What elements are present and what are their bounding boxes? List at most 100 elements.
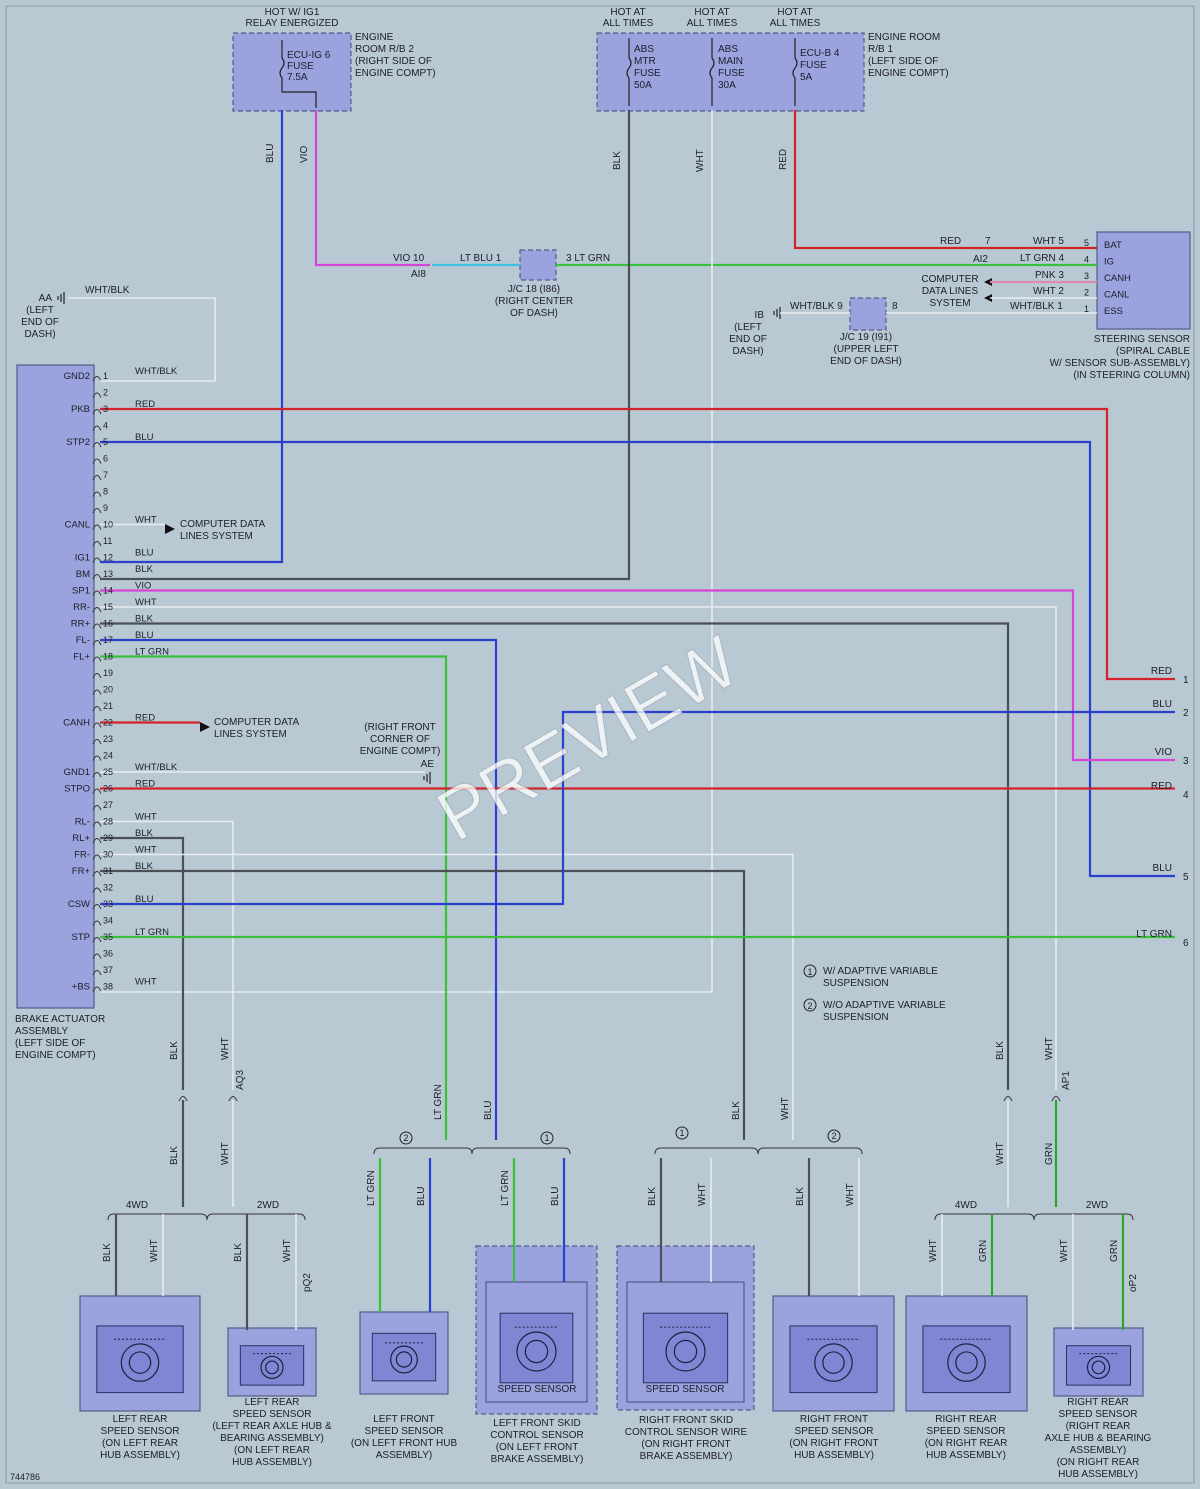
pin-number: 19 [103,668,113,678]
wire-label: WHT 2 [1033,286,1064,297]
pin-wire-color: BLU [135,432,154,443]
wire-label: WHT [928,1239,939,1262]
pin-number: 11 [103,536,112,546]
branch-bar [373,1147,473,1155]
jc18-box [519,249,557,281]
legend-mark-1 [803,964,817,978]
wire-label: BLU [265,144,276,163]
relay-box-rb1 [596,32,865,112]
pin-wire-color: BLU [135,630,154,641]
pin-hook-icon [92,607,102,613]
variant-mark [399,1131,413,1145]
pin-name: SP1 [72,586,90,597]
pin-number: 36 [103,949,113,959]
brake-actuator-box [16,364,95,1009]
variant-mark-text: 1 [679,1128,684,1138]
pin-name: GND2 [64,371,90,382]
sensor-rotor-icon [955,1351,978,1374]
wire-label: WHT [1059,1239,1070,1262]
pin-hook-icon [92,656,102,662]
pin-wire-color: RED [135,779,155,790]
pin-wire-color: WHT [135,515,157,526]
pin-wire-color: BLK [135,614,154,625]
pin-number: 1 [103,371,108,381]
pin-number: 2 [103,388,108,398]
wire-label: BLU [550,1187,561,1206]
wire-label: LT GRN [433,1084,444,1120]
sensor-inner [789,1325,878,1394]
pin-number: 22 [103,718,113,728]
pin-wire-color: WHT [135,597,157,608]
pin-hook-icon [92,953,102,959]
wire-rr-plus [100,622,1010,1090]
sensor-gear-icon [814,1343,853,1382]
branch-bar [757,1147,863,1155]
pin-name: +BS [72,982,90,993]
pin-hook-icon [92,442,102,448]
pin-number: 7 [103,470,108,480]
wire-label: BLK [102,1243,113,1262]
pin-hook-icon [92,821,102,827]
junction-aa: AA [39,293,53,304]
connector-op2: oP2 [1128,1274,1139,1292]
pin-wire-color: BLU [135,548,154,559]
fuse-symbol-icon [626,38,632,106]
output-wire-label: LT GRN [1136,929,1172,940]
fuse-symbol-icon [709,38,715,106]
steering-pin-number: 4 [1084,255,1089,265]
ground-icon [423,772,431,784]
pin-number: 17 [103,635,113,645]
pin-name: RL+ [72,833,90,844]
wire-label: LT GRN 4 [1020,253,1065,264]
wire-label: BLK [731,1101,742,1120]
pin-name: RR- [73,602,90,613]
pin-hook-icon [92,623,102,629]
variant-mark [827,1129,841,1143]
pin-number: 32 [103,883,113,893]
pin-hook-icon [92,392,102,398]
wire-label: PNK 3 [1035,270,1064,281]
pin-hook-icon [92,689,102,695]
pin-number: 10 [103,520,113,530]
pin-wire-color: WHT [135,977,157,988]
wire-label: LT GRN [366,1170,377,1206]
output-pin-number: 1 [1183,675,1189,686]
pin-hook-icon [92,805,102,811]
fuse-branch [282,91,317,108]
pin-hook-icon [92,772,102,778]
connector-hook-icon [1003,1096,1013,1102]
frame [5,5,1195,1484]
pin-name: FR+ [72,866,91,877]
wire-label: VIO [299,146,310,163]
sensor-gear-icon [516,1331,557,1372]
wire-label: WHT [695,149,706,172]
jc19-box [849,297,887,331]
pin-hook-icon [92,425,102,431]
wire-stp2-blu [100,440,1175,878]
sensor-gear-icon [390,1345,418,1374]
pin-number: 35 [103,932,113,942]
pin-name: RR+ [71,619,91,630]
connector-hook-icon [228,1096,238,1102]
wire-fr-minus [100,853,794,1140]
pin-number: 31 [103,866,113,876]
output-pin-number: 3 [1183,756,1189,767]
wire-csw-blu [100,710,1175,906]
pin-wire-color: BLK [135,861,154,872]
steering-pin-label: IG [1104,257,1114,268]
sensor-gear-icon [665,1331,706,1372]
wire-sp1-vio [100,589,1175,762]
pin-hook-icon [92,920,102,926]
wire-label: GRN [1044,1143,1055,1165]
sensor-gear-icon [120,1343,160,1382]
